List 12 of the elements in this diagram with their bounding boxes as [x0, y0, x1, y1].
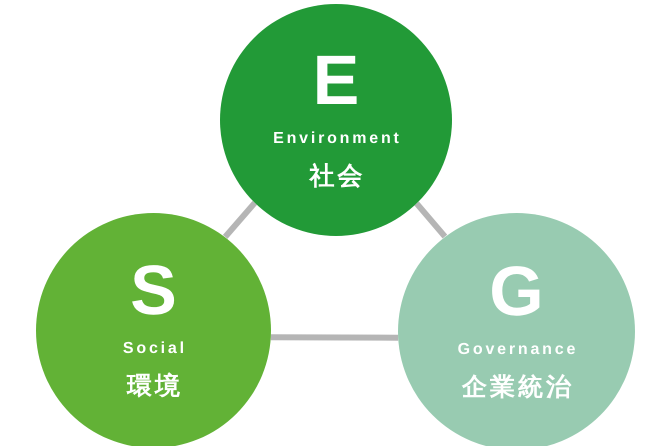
- connector-line: [270, 334, 398, 341]
- big-letter: G: [489, 256, 544, 326]
- big-letter: E: [312, 45, 360, 115]
- connector-line: [222, 200, 258, 239]
- connector-line: [414, 201, 448, 239]
- label-text: Environment: [273, 130, 402, 148]
- big-letter: S: [130, 255, 177, 325]
- label-text: Social: [122, 340, 187, 358]
- label-text: 環境: [127, 370, 183, 400]
- label-text: Governance: [458, 341, 578, 359]
- label-text: 社会: [310, 160, 366, 190]
- label-text: 企業統治: [462, 372, 574, 402]
